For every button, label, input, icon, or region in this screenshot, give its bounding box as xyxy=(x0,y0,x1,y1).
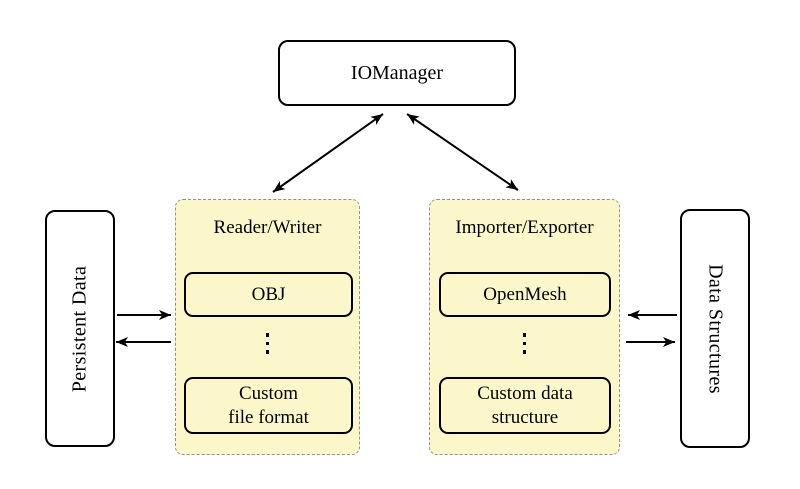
custom-data-structure-box: Custom data structure xyxy=(439,377,611,434)
importer-exporter-group: Importer/Exporter OpenMesh Custom data s… xyxy=(429,199,620,455)
reader-writer-group: Reader/Writer OBJ Custom file format xyxy=(175,199,360,455)
arrow-iomanager-importerexporter xyxy=(406,113,519,191)
iomanager-box: IOManager xyxy=(278,40,516,106)
arrow-iomanager-readerwriter xyxy=(272,113,384,193)
vdots-icon xyxy=(176,333,359,354)
custom-data-structure-line2: structure xyxy=(491,406,559,428)
custom-file-format-line1: Custom xyxy=(238,383,299,405)
persistent-data-box: Persistent Data xyxy=(45,210,115,447)
openmesh-label: OpenMesh xyxy=(483,283,567,305)
data-structures-box: Data Structures xyxy=(680,209,750,448)
iomanager-label: IOManager xyxy=(350,61,444,84)
custom-data-structure-line1: Custom data xyxy=(477,383,573,405)
obj-box: OBJ xyxy=(184,272,353,317)
reader-writer-title: Reader/Writer xyxy=(213,217,322,238)
vdots-icon xyxy=(430,333,619,354)
data-structures-label: Data Structures xyxy=(704,263,727,394)
custom-file-format-box: Custom file format xyxy=(184,377,353,434)
custom-file-format-line2: file format xyxy=(228,406,309,428)
openmesh-box: OpenMesh xyxy=(439,272,611,317)
persistent-data-label: Persistent Data xyxy=(68,265,91,392)
importer-exporter-title: Importer/Exporter xyxy=(455,217,594,238)
obj-label: OBJ xyxy=(251,283,286,305)
